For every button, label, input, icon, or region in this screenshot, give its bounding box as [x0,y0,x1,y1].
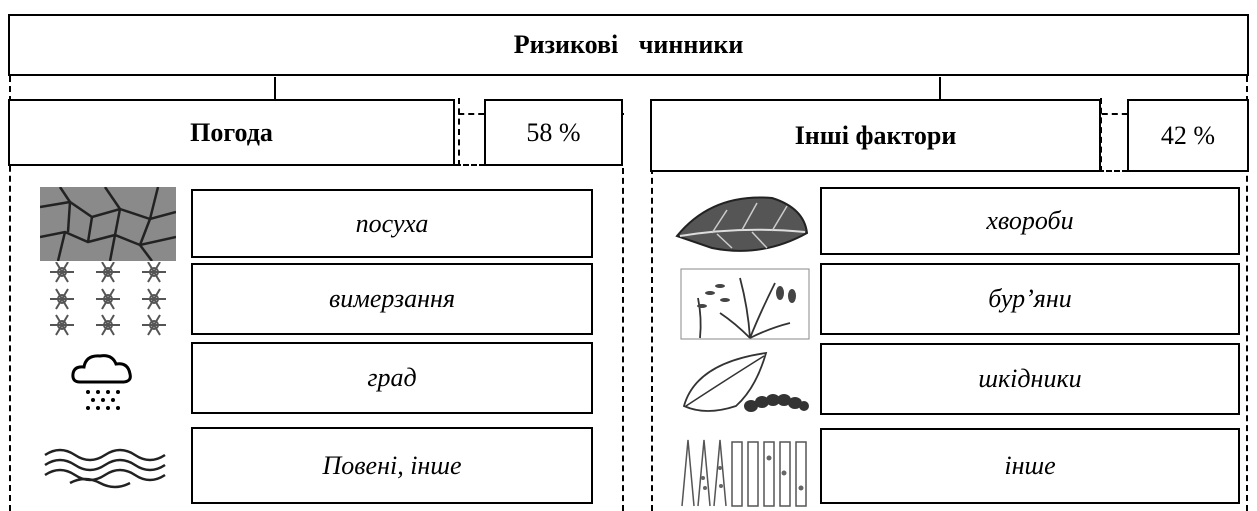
pest-caterpillar-icon [682,351,809,412]
other-item-weeds: бур’яни [820,263,1240,335]
weather-item-freezing: вимерзання [191,263,593,335]
weather-item-drought: посуха [191,189,593,258]
weather-group-right-dash [622,168,624,511]
other-pct-link-bottom [1098,170,1128,172]
weeds-icon [680,268,810,340]
damaged-stems-icon [681,439,807,507]
other-item-diseases: хвороби [820,187,1240,255]
hail-cloud-icon [71,354,132,410]
diseased-leaf-icon [675,196,809,252]
snowflakes-icon [50,262,166,336]
weather-pct-link [458,98,460,166]
left-frame-dash [9,76,11,511]
weather-item-hail: град [191,342,593,414]
other-pct-link [1100,98,1102,172]
other-header: Інші фактори [650,99,1101,172]
weather-share: 58 % [484,99,623,166]
other-share: 42 % [1127,99,1249,172]
other-item-pests: шкідники [820,343,1240,415]
weather-pct-link-bottom [455,164,485,166]
cracked-earth-icon [40,187,176,261]
diagram-title: Ризикові чинники [8,14,1249,76]
right-frame-dash [1246,76,1248,511]
weather-header: Погода [8,99,455,166]
waves-icon [44,448,166,489]
other-group-left-dash [651,168,653,511]
weather-item-flood: Повені, інше [191,427,593,504]
other-item-other: інше [820,428,1240,504]
